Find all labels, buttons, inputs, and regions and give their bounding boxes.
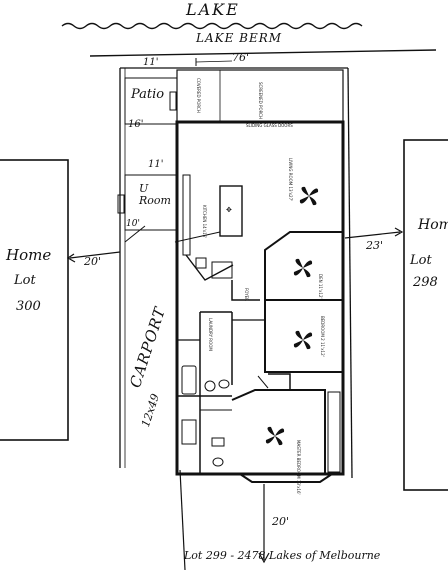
lake-berm-label: LAKE BERM [196, 31, 283, 45]
arrow-left-home [69, 251, 121, 259]
lake-shoreline [61, 22, 363, 30]
ceiling-fan-den [293, 258, 313, 278]
den-label: DEN 11'x12' [318, 274, 323, 299]
master-bedroom-label: MASTER BEDROOM 13'x16' [296, 440, 301, 495]
patio-dim-side: 16' [128, 119, 144, 130]
living-room-label: LIVING ROOM 13'x27' [288, 158, 293, 202]
berm-dimension: 76' [232, 51, 250, 64]
kitchen-island [219, 185, 243, 237]
lot-line-right [347, 67, 353, 479]
neighbor-home-right [403, 139, 448, 491]
ceiling-fan-living [299, 186, 319, 206]
u-room-label: U Room [139, 182, 171, 208]
right-side-dimension: 23' [366, 239, 384, 252]
lot-caption: Lot 299 - 2478 Lakes of Melbourne [184, 549, 381, 562]
rear-dimension: 20' [272, 515, 290, 528]
bedroom2-walls [264, 300, 343, 373]
right-lot-label: Lot [410, 253, 432, 268]
foyer-label: FOYER [244, 288, 249, 301]
laundry-label: LAUNDRY ROOM [208, 318, 213, 351]
left-lot-label: Lot [14, 273, 36, 288]
ceiling-fan-master [265, 426, 285, 446]
patio-label: Patio [131, 87, 165, 102]
left-home-label: Home [6, 246, 52, 264]
left-side-dimension: 20' [84, 255, 102, 268]
svg-text:✥: ✥ [226, 206, 232, 214]
house-outline [175, 120, 345, 476]
kitchen-label: KITCHEN 14'x15' [202, 205, 207, 239]
left-lot-number: 300 [16, 299, 41, 314]
bedroom2-label: BEDROOM 2 11'x12' [320, 316, 325, 357]
u-room-dim-top: 11' [148, 159, 164, 170]
right-home-label: Home [418, 217, 448, 233]
right-lot-number: 298 [413, 275, 438, 290]
sliding-doors-label: SLIDING GLASS DOORS [246, 123, 293, 128]
lake-berm-line [89, 49, 437, 57]
ceiling-fan-bedroom2 [293, 330, 313, 350]
covered-porch-label: COVERED PORCH [196, 78, 201, 113]
bay-window [239, 473, 333, 483]
patio-dim-top: 11' [143, 57, 159, 68]
arrow-right-home [344, 231, 401, 239]
bathtub [181, 365, 197, 395]
screened-porch-label: SCREENED PORCH [258, 82, 263, 119]
lake-label: LAKE [186, 0, 240, 19]
neighbor-home-left [0, 159, 69, 441]
u-room-dim-side: 10' [126, 219, 140, 229]
den-walls [264, 231, 343, 301]
